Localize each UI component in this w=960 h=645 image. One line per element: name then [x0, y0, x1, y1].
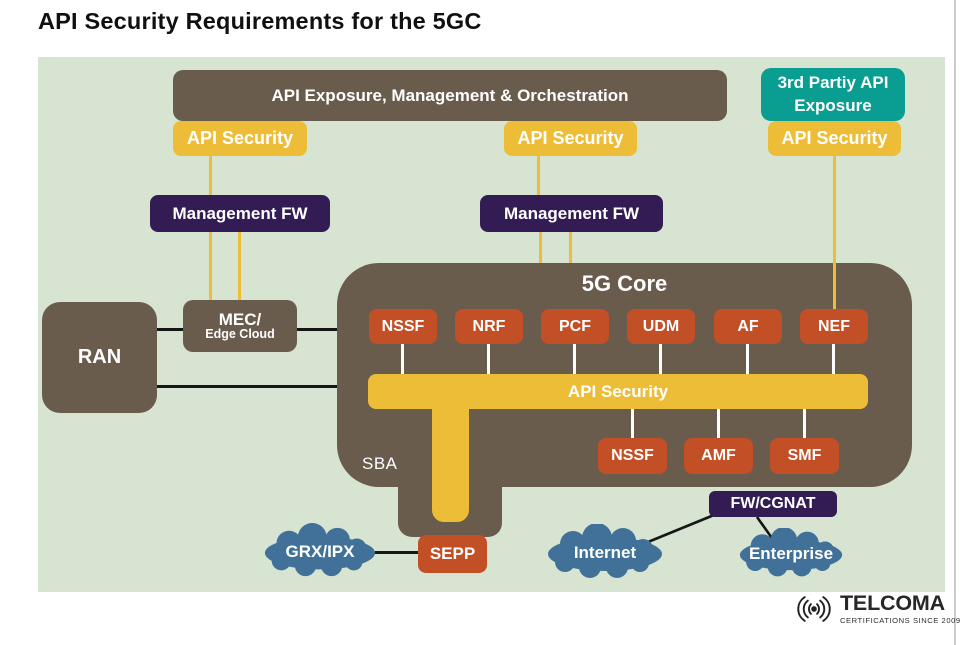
- connector-grxipx-sepp: [375, 551, 418, 554]
- third-party-api-box: 3rd Partiy API Exposure: [761, 68, 905, 121]
- connector-fwleft-to-mec-b: [238, 232, 241, 302]
- connector-apisec-mid-to-fw: [537, 156, 540, 196]
- api-exposure-box: API Exposure, Management & Orchestration: [173, 70, 727, 121]
- api-security-box-right: API Security: [768, 121, 901, 156]
- ran-label: RAN: [77, 346, 122, 368]
- logo-tagline: CERTIFICATIONS SINCE 2009: [840, 615, 960, 625]
- sba-stem: [432, 405, 469, 522]
- connector-bar-amf: [717, 409, 720, 438]
- nf-nef-label: NEF: [818, 317, 850, 335]
- api-security-left-label: API Security: [186, 128, 294, 148]
- signal-waves-icon: [797, 595, 831, 622]
- nf-box-udm: UDM: [627, 309, 695, 344]
- mec-label-line2: Edge Cloud: [205, 327, 275, 342]
- connector-nssf-bar: [401, 344, 404, 374]
- connector-fwright-to-core-a: [539, 232, 542, 265]
- api-security-bar: API Security: [368, 374, 868, 409]
- nf-box-amf: AMF: [684, 438, 753, 474]
- fw-cgnat-box: FW/CGNAT: [709, 491, 837, 517]
- nf-pcf-label: PCF: [559, 317, 591, 335]
- management-fw-left-label: Management FW: [172, 203, 308, 223]
- third-party-line2: Exposure: [794, 95, 872, 115]
- nf-box-nef: NEF: [800, 309, 868, 344]
- api-security-box-middle: API Security: [504, 121, 637, 156]
- nf-smf-label: SMF: [787, 447, 822, 464]
- sepp-label: SEPP: [429, 544, 476, 563]
- api-security-right-label: API Security: [781, 128, 888, 148]
- connector-pcf-bar: [573, 344, 576, 374]
- api-security-bar-label: API Security: [567, 381, 669, 401]
- enterprise-label: Enterprise: [748, 544, 834, 563]
- logo-name: TELCOMA: [840, 591, 945, 615]
- connector-ran-core-lower: [157, 385, 337, 388]
- connector-nef-bar: [832, 344, 835, 374]
- ran-box: RAN: [42, 302, 157, 413]
- nf-box-smf: SMF: [770, 438, 839, 474]
- connector-af-bar: [746, 344, 749, 374]
- nf-box-nssf-top: NSSF: [369, 309, 437, 344]
- connector-nrf-bar: [487, 344, 490, 374]
- connector-bar-smf: [803, 409, 806, 438]
- connector-udm-bar: [659, 344, 662, 374]
- api-security-middle-label: API Security: [517, 128, 624, 148]
- cloud-enterprise: Enterprise: [733, 528, 849, 580]
- sba-label: SBA: [362, 454, 398, 473]
- connector-apisec-left-to-fw: [209, 156, 212, 196]
- core-title: 5G Core: [581, 271, 668, 296]
- sepp-box: SEPP: [418, 535, 487, 573]
- page-edge-line: [954, 0, 956, 645]
- connector-bar-nssf2: [631, 409, 634, 438]
- fw-cgnat-label: FW/CGNAT: [730, 495, 816, 512]
- third-party-line1: 3rd Partiy API: [777, 73, 889, 93]
- api-security-box-left: API Security: [173, 121, 307, 156]
- cloud-internet: Internet: [545, 524, 665, 582]
- grx-ipx-label: GRX/IPX: [285, 542, 355, 561]
- nf-nssf-bottom-label: NSSF: [611, 447, 654, 464]
- mec-label-line1: MEC/: [218, 309, 262, 329]
- management-fw-left: Management FW: [150, 195, 330, 232]
- nf-af-label: AF: [737, 317, 759, 335]
- nf-box-af: AF: [714, 309, 782, 344]
- telcoma-logo: TELCOMA CERTIFICATIONS SINCE 2009: [792, 591, 960, 625]
- page-title: API Security Requirements for the 5GC: [38, 8, 482, 34]
- nf-nssf-top-label: NSSF: [381, 317, 425, 335]
- connector-apisec-right-to-nef: [833, 156, 836, 312]
- nf-udm-label: UDM: [642, 317, 680, 335]
- management-fw-right: Management FW: [480, 195, 663, 232]
- connector-fwleft-to-mec-a: [209, 232, 212, 302]
- connector-fwright-to-core-b: [569, 232, 572, 265]
- nf-box-nrf: NRF: [455, 309, 523, 344]
- nf-nrf-label: NRF: [472, 317, 506, 335]
- nf-box-nssf-bottom: NSSF: [598, 438, 667, 474]
- internet-label: Internet: [573, 543, 637, 562]
- api-exposure-label: API Exposure, Management & Orchestration: [271, 85, 629, 105]
- mec-box: MEC/ Edge Cloud: [183, 300, 297, 352]
- cloud-grx-ipx: GRX/IPX: [262, 523, 378, 581]
- nf-amf-label: AMF: [701, 447, 736, 464]
- nf-box-pcf: PCF: [541, 309, 609, 344]
- management-fw-right-label: Management FW: [503, 203, 640, 223]
